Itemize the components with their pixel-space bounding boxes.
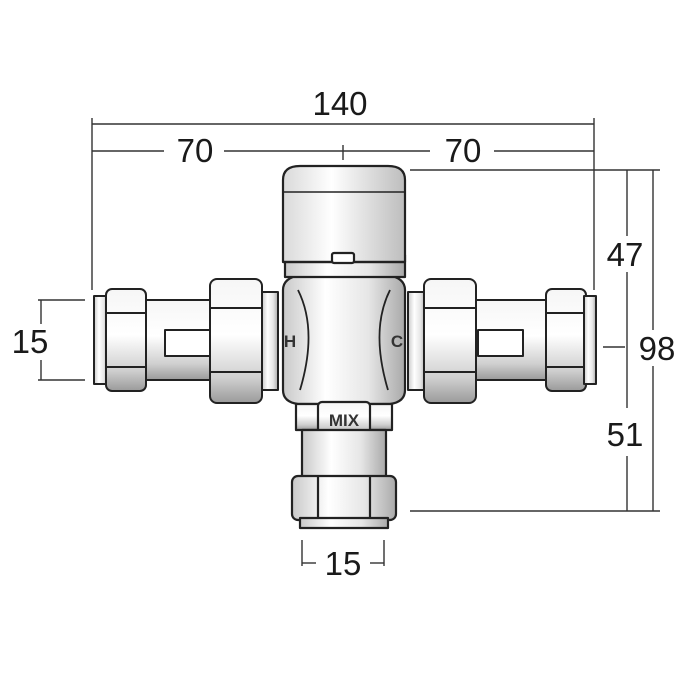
dimension-upper-height: 47 — [607, 236, 644, 273]
dimension-lines — [38, 118, 660, 566]
outlet-fitting — [290, 400, 398, 530]
dimension-overall-height: 98 — [639, 330, 676, 367]
valve-body — [281, 273, 407, 406]
hot-marking: H — [284, 332, 296, 351]
dimension-half-width-left: 70 — [177, 132, 214, 169]
dimension-overall-width: 140 — [312, 85, 367, 122]
mix-marking: MIX — [329, 411, 360, 430]
dimension-lower-height: 51 — [607, 416, 644, 453]
dimension-outlet-size: 15 — [325, 545, 362, 582]
dimension-inlet-size: 15 — [12, 323, 49, 360]
left-compression-fitting — [93, 278, 279, 404]
cold-marking: C — [391, 332, 403, 351]
dimension-half-width-right: 70 — [445, 132, 482, 169]
right-compression-fitting — [407, 278, 597, 404]
thermostatic-cap — [281, 164, 407, 279]
